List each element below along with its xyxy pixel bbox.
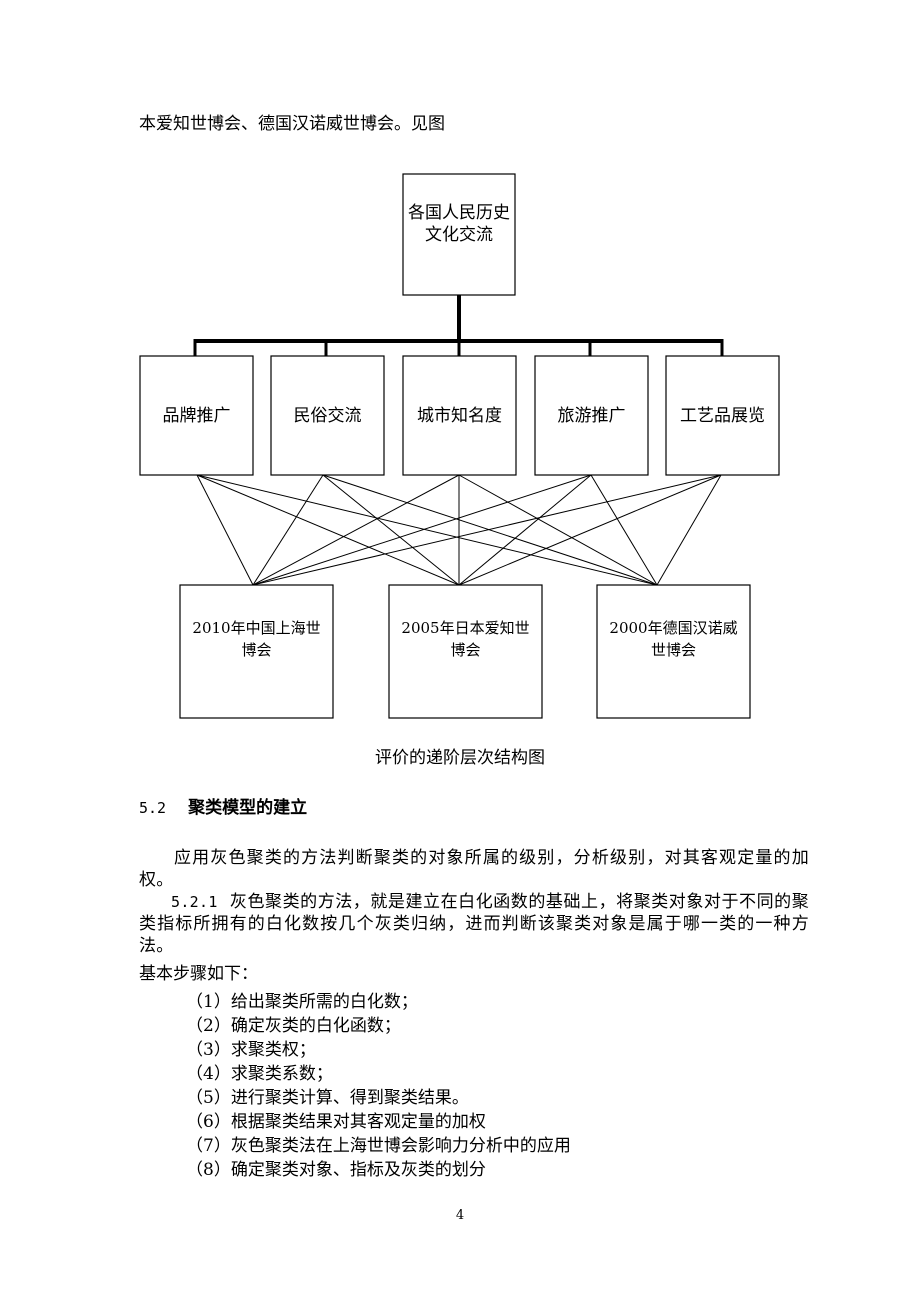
intro-line: 本爱知世博会、德国汉诺威世博会。见图 (139, 114, 445, 134)
alternative-box-2 (388, 584, 543, 719)
section-number: 5.2 (139, 799, 167, 817)
paragraph-2-text: 灰色聚类的方法，就是建立在白化函数的基础上，将聚类对象对于不同的聚类指标所拥有的… (139, 892, 809, 956)
diagram-caption: 评价的递阶层次结构图 (375, 748, 545, 768)
steps-intro: 基本步骤如下： (139, 964, 258, 984)
alternative-label-1: 2010年中国上海世博会 (192, 619, 321, 659)
step-item: （7）灰色聚类法在上海世博会影响力分析中的应用 (186, 1136, 571, 1156)
hierarchy-diagram (139, 173, 780, 719)
alternative-box-3 (596, 584, 751, 719)
step-item: （4）求聚类系数； (186, 1064, 333, 1084)
alternative-label-3: 2000年德国汉诺威世博会 (609, 619, 738, 659)
alternative-label-2: 2005年日本爱知世博会 (401, 619, 530, 659)
criterion-box-5 (665, 355, 780, 476)
section-title: 聚类模型的建立 (188, 798, 308, 818)
step-item: （5）进行聚类计算、得到聚类结果。 (186, 1088, 469, 1108)
criterion-label-4: 旅游推广 (557, 406, 626, 426)
section-heading: 5.2 聚类模型的建立 (139, 797, 307, 819)
step-item: （8）确定聚类对象、指标及灰类的划分 (186, 1160, 486, 1180)
page-number: 4 (455, 1208, 465, 1223)
step-item: （3）求聚类权； (186, 1040, 316, 1060)
subsection-number: 5.2.1 (171, 893, 218, 911)
root-label: 各国人民历史文化交流 (408, 203, 510, 245)
criterion-label-2: 民俗交流 (293, 406, 362, 426)
cross-connections (196, 474, 722, 586)
step-item: （2）确定灰类的白化函数； (186, 1016, 401, 1036)
criterion-box-2 (270, 355, 385, 476)
step-item: （6）根据聚类结果对其客观定量的加权 (186, 1112, 486, 1132)
criterion-label-3: 城市知名度 (417, 406, 502, 426)
criterion-label-5: 工艺品展览 (680, 406, 765, 426)
steps-list: （1）给出聚类所需的白化数； （2）确定灰类的白化函数； （3）求聚类权； （4… (186, 990, 571, 1182)
alternative-box-1 (179, 584, 334, 719)
step-item: （1）给出聚类所需的白化数； (186, 992, 418, 1012)
criterion-box-1 (139, 355, 254, 476)
criterion-label-1: 品牌推广 (162, 406, 231, 426)
paragraph-1: 应用灰色聚类的方法判断聚类的对象所属的级别，分析级别，对其客观定量的加权。 (139, 848, 809, 890)
